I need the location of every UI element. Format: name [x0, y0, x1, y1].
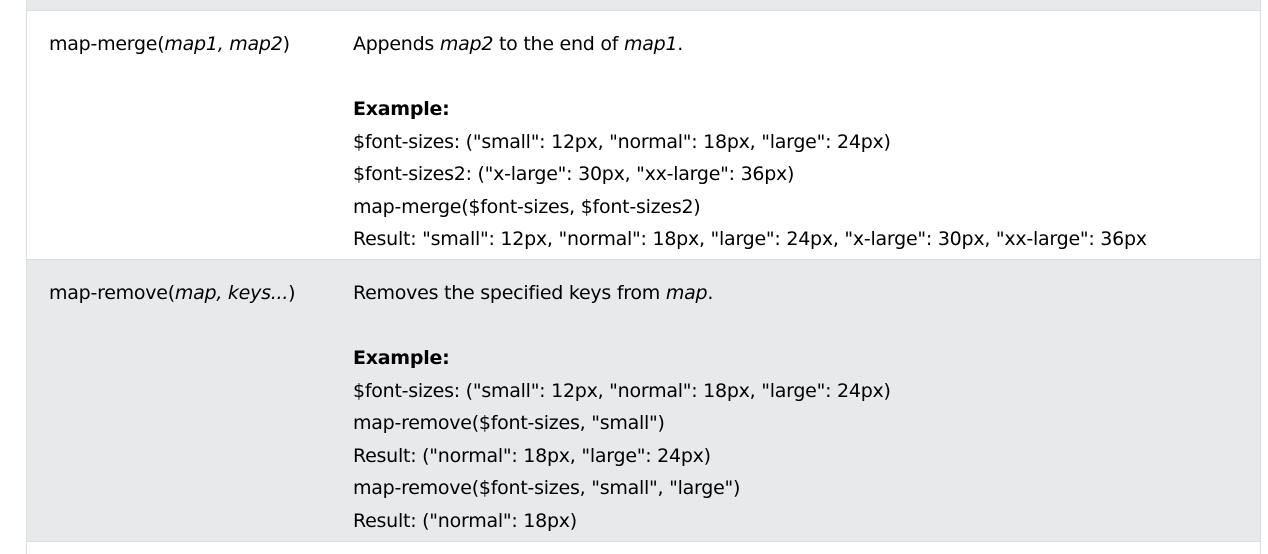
function-args: map, keys... — [174, 282, 289, 304]
table-row-map-merge: map-merge(map1, map2) Appends map2 to th… — [27, 11, 1260, 260]
example-line: map-merge($font-sizes, $font-sizes2) — [353, 195, 701, 218]
example-line: $font-sizes: ("small": 12px, "normal": 1… — [353, 130, 891, 153]
function-description-cell: Appends map2 to the end of map1. Example… — [331, 11, 1260, 259]
description-part: to the end of — [493, 33, 624, 55]
table-row-map-remove: map-remove(map, keys...) Removes the spe… — [27, 260, 1260, 542]
description-param: map — [665, 282, 708, 304]
description-param: map2 — [439, 33, 494, 55]
function-reference-table: map-merge(map1, map2) Appends map2 to th… — [26, 0, 1261, 554]
next-row-edge — [27, 542, 1260, 554]
example-result: Result: "small": 12px, "normal": 18px, "… — [353, 228, 1147, 250]
previous-row-edge — [27, 0, 1260, 11]
description-part: Removes the specified keys from — [353, 282, 666, 304]
description-part: . — [677, 33, 684, 55]
function-close-paren: ) — [288, 282, 296, 304]
example-result: Result: ("normal": 18px, "large": 24px) — [353, 444, 711, 467]
example-result: Result: ("normal": 18px) — [353, 509, 577, 532]
example-label: Example: — [353, 347, 450, 369]
example-line: $font-sizes: ("small": 12px, "normal": 1… — [353, 379, 891, 402]
description-part: . — [707, 282, 714, 304]
function-close-paren: ) — [282, 33, 290, 55]
description-param: map1 — [623, 33, 678, 55]
description-text: Appends map2 to the end of map1. — [353, 28, 1260, 61]
example-line: $font-sizes2: ("x-large": 30px, "xx-larg… — [353, 163, 795, 185]
function-signature-cell: map-remove(map, keys...) — [27, 260, 331, 541]
example-line: map-remove($font-sizes, "small") — [353, 412, 665, 434]
function-name: map-remove( — [49, 282, 175, 304]
spacer — [353, 61, 1260, 94]
description-text: Removes the specified keys from map. — [353, 277, 1260, 310]
example-label: Example: — [353, 98, 450, 120]
example-line: map-remove($font-sizes, "small", "large"… — [353, 477, 741, 499]
function-args: map1, map2 — [164, 33, 283, 55]
function-description-cell: Removes the specified keys from map. Exa… — [331, 260, 1260, 541]
description-part: Appends — [353, 33, 440, 55]
spacer — [353, 310, 1260, 343]
function-name: map-merge( — [49, 33, 165, 55]
function-signature-cell: map-merge(map1, map2) — [27, 11, 331, 259]
